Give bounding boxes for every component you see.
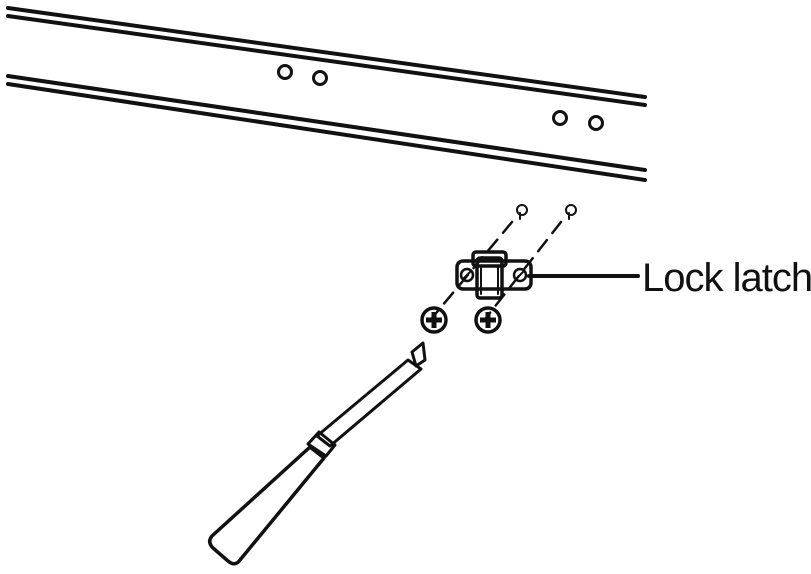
guide-line-left <box>430 220 514 320</box>
rail-mounting-holes <box>277 64 604 131</box>
lock-latch-label: Lock latch <box>642 256 811 300</box>
phillips-screw-icon <box>474 306 502 334</box>
latch-hole-right <box>512 267 528 283</box>
phillips-screw-icon <box>420 306 448 334</box>
rail-hole <box>552 110 568 126</box>
lock-latch <box>455 250 533 300</box>
mounting-rail <box>6 6 647 182</box>
latch-hole-left <box>459 267 475 283</box>
rail-hole <box>277 64 293 80</box>
target-hole <box>565 204 577 216</box>
rail-hole <box>588 115 604 131</box>
screwdriver-icon <box>208 341 427 566</box>
rail-hole <box>312 70 328 86</box>
target-hole <box>516 204 528 216</box>
